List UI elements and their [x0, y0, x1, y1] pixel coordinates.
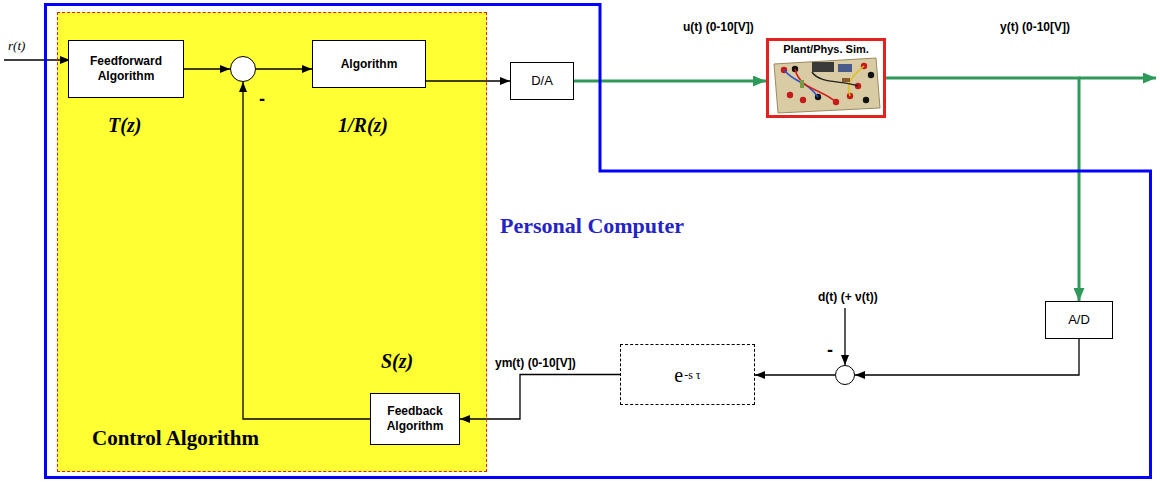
process-box: Feedback Algorithm	[370, 393, 460, 445]
plant-board-picture	[770, 55, 883, 115]
summing-junction: -	[835, 365, 855, 385]
converter-box: D/A	[510, 62, 574, 100]
signal-arrow	[426, 80, 510, 81]
signal-arrow	[256, 68, 312, 69]
sign-mark: -	[259, 90, 265, 108]
region-title: Control Algorithm	[92, 426, 259, 450]
region-outline-shape	[46, 5, 1151, 478]
region-outline	[44, 3, 1152, 479]
reference-input-arrow	[4, 59, 70, 60]
signal-label: d(t) (+ ν(t))	[818, 290, 878, 304]
transfer-function-label: T(z)	[108, 114, 141, 137]
box-label: Plant/Phys. Sim.	[783, 43, 869, 56]
transfer-function-label: S(z)	[381, 350, 413, 373]
sign-mark: -	[827, 341, 833, 359]
process-box: Algorithm	[312, 40, 426, 88]
signal-arrow	[460, 375, 620, 420]
signal-arrow	[184, 68, 230, 69]
transfer-function-label: 1/R(z)	[338, 114, 388, 137]
box-label: Feedforward Algorithm	[73, 54, 179, 84]
box-label: D/A	[531, 73, 553, 89]
delay-exponent: -s τ	[684, 369, 701, 381]
plant-box: Plant/Phys. Sim.	[766, 38, 886, 118]
converter-box: A/D	[1045, 301, 1113, 339]
disturbance-arrow	[844, 308, 845, 365]
signal-wire	[886, 78, 1079, 301]
signal-label: u(t) (0-10[V])	[683, 20, 754, 34]
signal-label: r(t)	[8, 38, 25, 54]
summing-junction: -	[230, 56, 256, 82]
signal-arrow	[755, 374, 835, 375]
signal-arrow	[855, 339, 1079, 375]
control-region: Control Algorithm Feedforward Algorithm - A…	[57, 12, 487, 472]
process-box: Feedforward Algorithm	[68, 40, 184, 98]
signal-label: ym(t) (0-10[V])	[495, 356, 576, 370]
control-region-fill	[57, 12, 487, 472]
signal-wire	[574, 80, 766, 83]
box-label: A/D	[1068, 312, 1090, 328]
delay-base: e	[674, 365, 683, 385]
box-label: Feedback Algorithm	[375, 404, 455, 434]
signal-label: y(t) (0-10[V])	[1000, 20, 1070, 34]
delay-box: e-s τ	[620, 344, 755, 405]
box-label: Algorithm	[341, 57, 398, 72]
output-arrow	[1079, 77, 1156, 80]
region-title: Personal Computer	[500, 213, 684, 238]
computer-region: Personal ComputerControl Algorithm Feedfo…	[44, 3, 1152, 479]
